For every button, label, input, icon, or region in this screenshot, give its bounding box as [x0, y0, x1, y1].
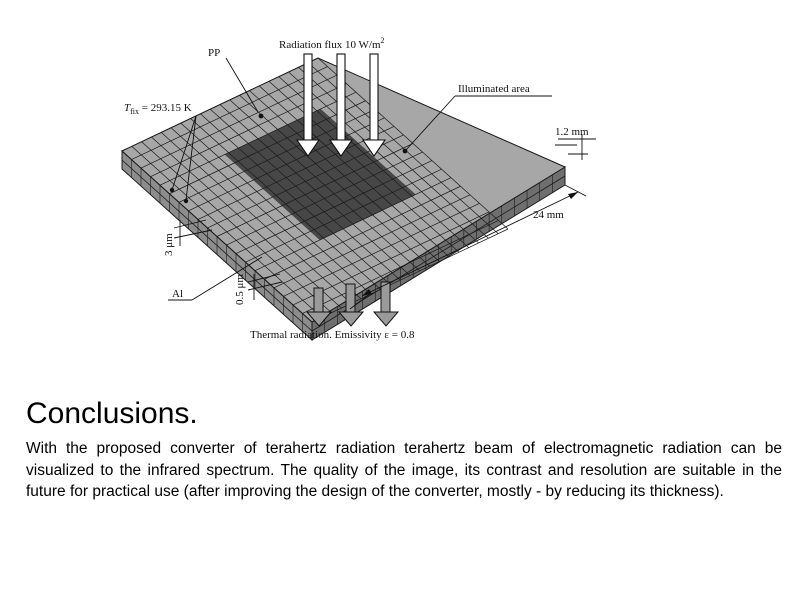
grid-line-u	[249, 90, 440, 262]
thermal-arrow	[372, 281, 400, 327]
tfix-leader-1	[171, 115, 197, 191]
grid-line-u	[229, 99, 421, 272]
pp-label: PP	[208, 47, 220, 59]
dim-1-2-mm-label: 1.2 mm	[555, 126, 589, 138]
grid-line-v	[283, 203, 480, 297]
illuminated-leader	[405, 95, 456, 151]
thermal-arrow	[305, 287, 333, 327]
grid-line-v	[254, 177, 452, 272]
tfix-label: Tfix = 293.15 K	[124, 102, 192, 116]
dim-3um-label: 3 μm	[163, 233, 175, 256]
dim-3um-ext-2	[173, 229, 213, 239]
illuminated-area-label: Illuminated area	[458, 83, 530, 95]
grid-line-v	[311, 228, 509, 323]
flux-arrow	[361, 53, 387, 157]
dim-24-ext-2	[349, 293, 371, 310]
annotations	[168, 57, 596, 310]
grid-line-v	[292, 211, 490, 306]
dim-24-ext-1	[564, 184, 587, 197]
grid-line-u	[268, 80, 460, 253]
conclusions-title: Conclusions.	[26, 397, 198, 430]
grid-line-v	[302, 220, 499, 314]
grid-line-v	[264, 185, 461, 280]
dim-3um-ext-1	[173, 219, 207, 229]
dim-0-5um-label: 0.5 μm	[234, 274, 246, 305]
grid-line-u	[239, 94, 430, 267]
conclusions-body: With the proposed converter of terahertz…	[26, 440, 782, 500]
cell-grid	[121, 57, 509, 323]
grid-line-u	[288, 71, 479, 244]
grid-line-v	[226, 151, 423, 246]
radiation-flux-label: Radiation flux 10 W/m2	[279, 36, 385, 51]
dim-24-mm-label: 24 mm	[533, 209, 564, 221]
grid-line-u	[298, 67, 489, 239]
grid-line-v	[216, 143, 414, 237]
dim-24-arrowhead-end	[568, 192, 578, 199]
board-body	[121, 57, 567, 342]
thermal-radiation-label: Thermal radiation. Emissivity ε = 0.8	[250, 329, 415, 341]
dim-24-arrowhead-start	[362, 289, 372, 296]
grid-line-v	[273, 194, 471, 289]
dim-24-line	[361, 191, 579, 297]
flux-arrow	[295, 53, 321, 157]
grid-line-u	[317, 57, 509, 230]
dim-0-5um-ext-1	[247, 273, 281, 283]
dim-0-5um-ext-2	[247, 281, 283, 291]
thermal-arrow	[337, 283, 365, 327]
converter-diagram: Radiation flux 10 W/m2 PP Illuminated ar…	[121, 36, 596, 342]
leader-dots	[169, 113, 408, 204]
flux-arrow	[328, 53, 354, 157]
al-leader	[191, 256, 263, 301]
grid-line-v	[245, 168, 442, 263]
grid-line-u	[258, 85, 450, 258]
pp-leader	[225, 57, 259, 113]
tfix-leader-2	[185, 115, 197, 201]
radiation-flux-arrows	[295, 53, 387, 157]
al-label: Al	[172, 288, 183, 300]
thermal-radiation-arrows	[305, 281, 400, 327]
grid-line-v	[235, 160, 433, 254]
al-layer-left	[121, 159, 313, 332]
